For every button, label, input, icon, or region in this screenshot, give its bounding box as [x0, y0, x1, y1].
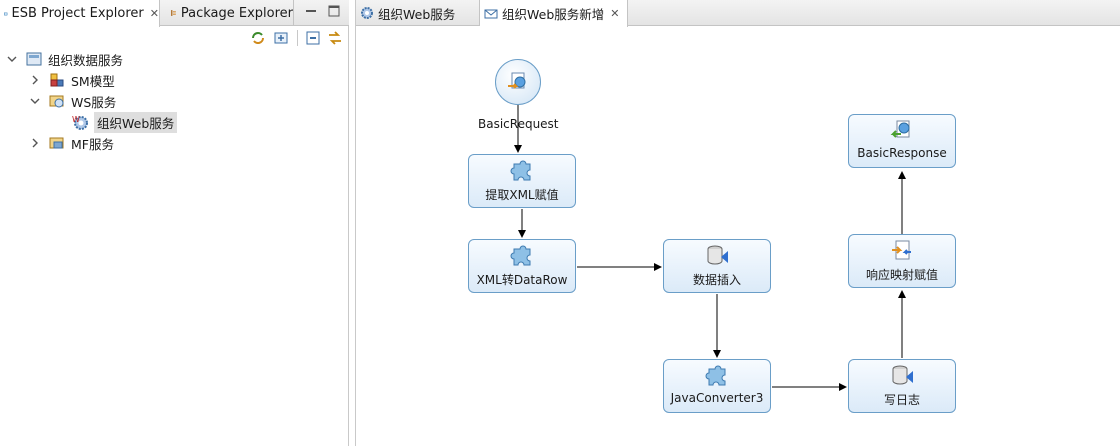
tree-item-web-service[interactable]: W 组织Web服务 [72, 111, 178, 133]
tab-label: Package Explorer [180, 5, 293, 21]
tree-item-ws-service[interactable]: WS服务 [29, 91, 116, 111]
converter-puzzle-icon [510, 160, 531, 181]
flow-node-write-log[interactable]: 写日志 [848, 359, 956, 413]
tree-item-sm-model[interactable]: SM模型 [29, 70, 115, 90]
start-node[interactable] [495, 59, 541, 105]
collapse-all-icon[interactable] [305, 30, 321, 46]
project-explorer-panel: ESB Project Explorer ✕ Package Explorer [0, 0, 349, 446]
deploy-icon[interactable] [273, 30, 289, 46]
editor-tab-bar: 组织Web服务 组织Web服务新增 ✕ [356, 0, 1120, 27]
converter-puzzle-icon [510, 245, 531, 266]
chevron-right-icon[interactable] [29, 137, 41, 149]
link-with-editor-icon[interactable] [327, 30, 343, 46]
toolbar-separator [297, 30, 298, 46]
ws-service-icon [49, 95, 64, 108]
close-icon[interactable]: ✕ [149, 7, 159, 20]
mf-service-icon [49, 137, 64, 149]
node-label: 响应映射赋值 [865, 268, 938, 282]
refresh-icon[interactable] [250, 30, 266, 46]
connector-layer [514, 105, 906, 391]
flow-canvas[interactable]: BasicRequest 提取XML赋值 XML转DataRow 数据插入 [356, 27, 1120, 446]
tree-item-project[interactable]: 组织数据服务 [6, 49, 123, 69]
flow-node-response-mapping[interactable]: 响应映射赋值 [848, 234, 956, 288]
flow-node-basic-response[interactable]: BasicResponse [848, 114, 956, 168]
svg-text:W: W [72, 115, 80, 124]
converter-puzzle-icon [705, 365, 726, 386]
maximize-icon[interactable] [327, 4, 341, 18]
tab-label: ESB Project Explorer [11, 6, 144, 21]
node-label: 写日志 [883, 393, 920, 407]
tree-item-label: SM模型 [71, 73, 115, 89]
node-label: JavaConverter3 [670, 391, 764, 405]
envelope-icon [484, 9, 498, 18]
mapping-icon [892, 240, 911, 260]
tab-package-explorer[interactable]: Package Explorer [166, 0, 294, 26]
minimize-icon[interactable] [304, 4, 318, 18]
tree-item-label: 组织数据服务 [48, 52, 124, 68]
flow-node-data-insert[interactable]: 数据插入 [663, 239, 771, 293]
chevron-down-icon[interactable] [29, 95, 41, 107]
node-label: 提取XML赋值 [485, 188, 559, 202]
tree-item-label: WS服务 [71, 94, 117, 110]
node-label: XML转DataRow [476, 273, 568, 287]
tab-esb-project-explorer[interactable]: ESB Project Explorer ✕ [0, 0, 160, 27]
web-service-gear-icon [361, 7, 373, 19]
tab-label: 组织Web服务 [378, 6, 456, 22]
tab-web-service[interactable]: 组织Web服务 [356, 0, 480, 26]
explorer-toolbar [0, 26, 349, 50]
response-icon [890, 120, 910, 138]
request-icon [508, 72, 526, 89]
flow-node-java-converter[interactable]: JavaConverter3 [663, 359, 771, 413]
tab-web-service-add[interactable]: 组织Web服务新增 ✕ [480, 0, 628, 27]
web-service-gear-icon: W [72, 115, 88, 130]
package-explorer-icon [170, 10, 176, 16]
close-icon[interactable]: ✕ [610, 7, 620, 20]
sm-model-icon [50, 73, 64, 87]
chevron-down-icon[interactable] [6, 53, 18, 65]
node-label: 数据插入 [692, 273, 741, 287]
flow-node-xml-to-datarow[interactable]: XML转DataRow [468, 239, 576, 293]
start-node-label: BasicRequest [478, 117, 559, 131]
tree-item-mf-service[interactable]: MF服务 [29, 133, 114, 153]
esb-explorer-icon [4, 12, 8, 15]
flow-editor: 组织Web服务 组织Web服务新增 ✕ [355, 0, 1120, 446]
tab-label: 组织Web服务新增 [502, 7, 605, 22]
node-label: BasicResponse [857, 146, 947, 160]
database-icon [707, 245, 728, 265]
tree-item-label: MF服务 [71, 136, 114, 152]
project-icon [26, 52, 42, 66]
tree-item-label: 组织Web服务 [94, 111, 178, 133]
left-tab-bar: ESB Project Explorer ✕ Package Explorer [0, 0, 349, 27]
chevron-right-icon[interactable] [29, 74, 41, 86]
database-icon [892, 365, 913, 385]
flow-node-extract-xml[interactable]: 提取XML赋值 [468, 154, 576, 208]
